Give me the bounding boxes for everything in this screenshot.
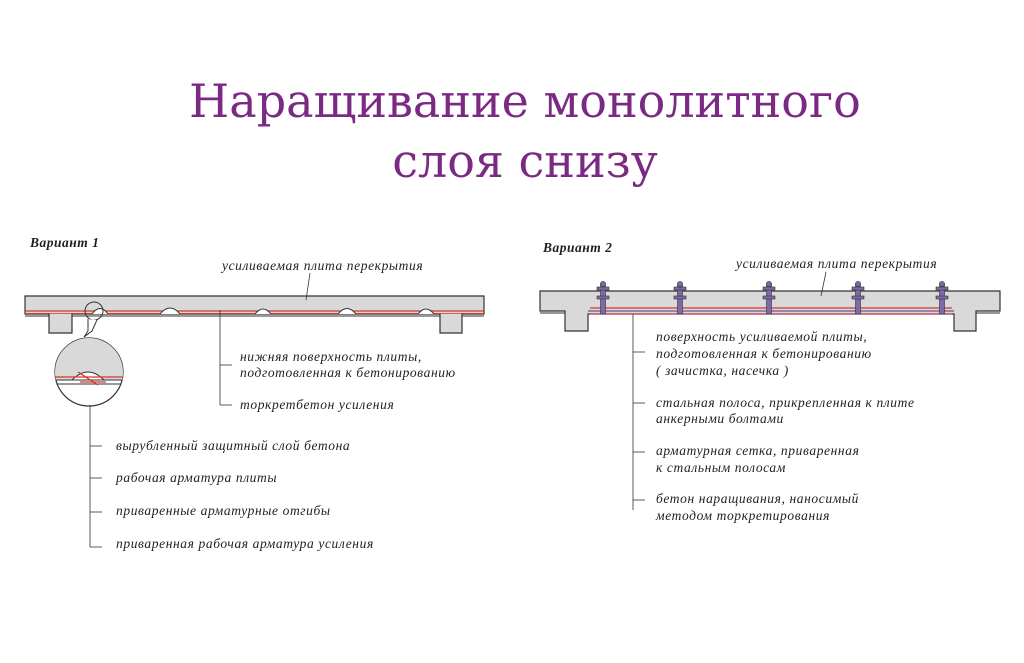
variant1-slab-label: усиливаемая плита перекрытия (222, 258, 424, 273)
anchor-bolt (935, 281, 949, 315)
anchor-bolt (596, 281, 610, 315)
variant1-drawing (24, 272, 485, 548)
cut-pocket (91, 308, 109, 315)
page-title-line1: Наращивание монолитного (189, 74, 861, 128)
variant1-slab (24, 295, 485, 334)
cut-pocket (159, 307, 181, 315)
variant2-surface-label-line1: поверхность усиливаемой плиты, (656, 329, 868, 344)
anchor-bolt (673, 281, 687, 315)
variant2-heading: Вариант 2 (543, 240, 613, 255)
cut-pocket (254, 308, 272, 315)
variant2-mesh-label-line2: к стальным полосам (656, 460, 786, 475)
variant2-strip-label-line1: стальная полоса, прикрепленная к плите (656, 395, 915, 410)
anchor-bolt (762, 281, 776, 315)
variant1-welded-reinforcement-label: приваренная рабочая арматура усиления (116, 536, 374, 551)
variant2-surface-label-line3: ( зачистка, насечка ) (656, 363, 789, 378)
variant1-surface-label-line1: нижняя поверхность плиты, (240, 349, 422, 364)
anchor-bolt (851, 281, 865, 315)
anchor-bolts (596, 281, 949, 315)
detail-magnifier (54, 337, 124, 407)
variant2-surface-label-line2: подготовленная к бетонированию (656, 346, 872, 361)
variant1-heading: Вариант 1 (30, 235, 100, 250)
page-title-line2: слоя снизу (392, 134, 658, 188)
variant1-surface-label-line2: подготовленная к бетонированию (240, 365, 456, 380)
variant2-mesh-label-line1: арматурная сетка, приваренная (656, 443, 860, 458)
variant1-working-rebar-label: рабочая арматура плиты (116, 470, 278, 485)
cut-pocket (337, 308, 357, 315)
variant2-strip-label-line2: анкерными болтами (656, 411, 784, 426)
variant2-slab-label: усиливаемая плита перекрытия (736, 256, 938, 271)
variant2-concrete-label-line1: бетон наращивания, наносимый (656, 491, 859, 506)
variant1-welded-bends-label: приваренные арматурные отгибы (116, 503, 331, 518)
cut-pocket (417, 308, 435, 315)
variant2-concrete-label-line2: методом торкретирования (656, 508, 830, 523)
variant1-cut-cover-label: вырубленный защитный слой бетона (116, 438, 351, 453)
variant2-leaders (632, 271, 827, 510)
variant1-shotcrete-label: торкретбетон усиления (240, 397, 395, 412)
